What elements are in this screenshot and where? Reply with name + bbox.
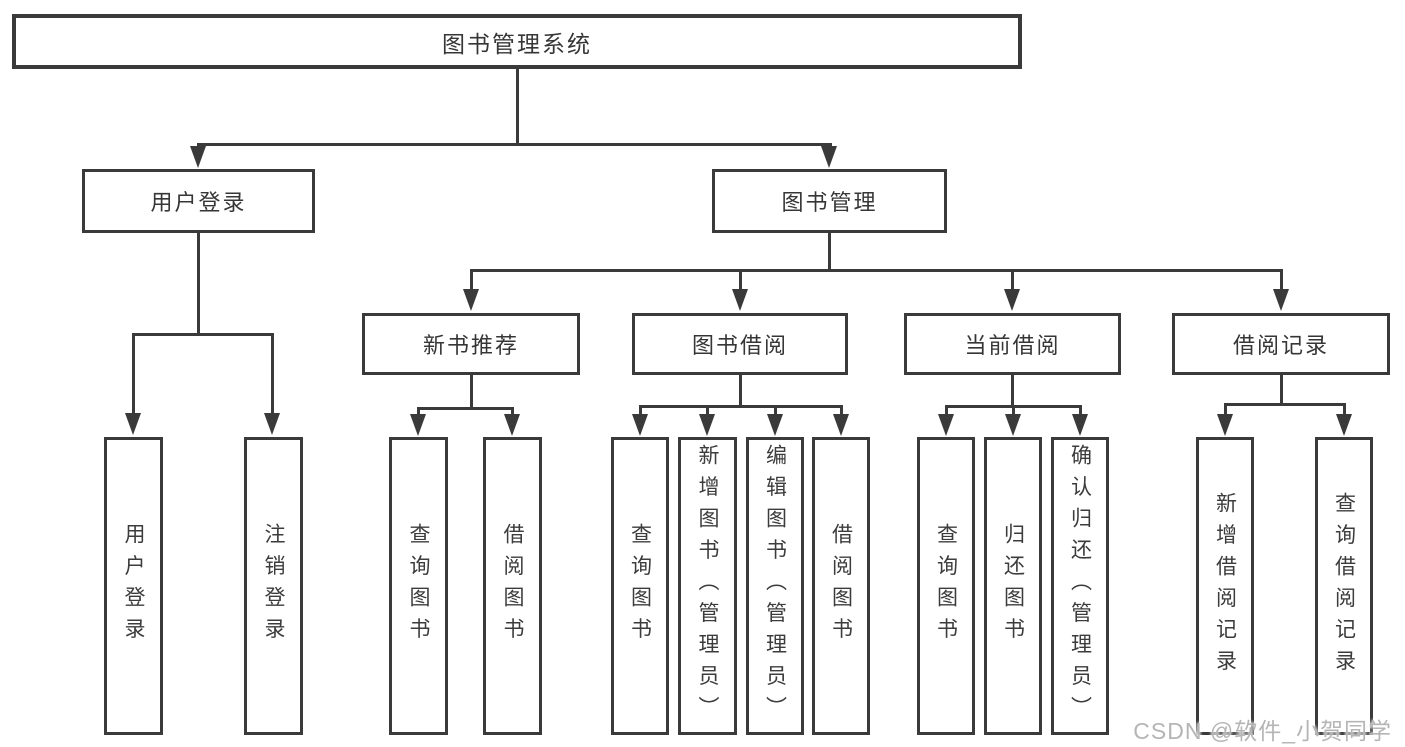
arrow-down-icon [1336, 414, 1352, 436]
arrow-down-icon [463, 289, 479, 311]
node-root: 图书管理系统 [12, 14, 1022, 69]
node-root-label: 图书管理系统 [442, 30, 592, 57]
node-user-login-label: 用户登录 [150, 190, 247, 215]
leaf-cb-return-books: 归还图书 [984, 437, 1042, 735]
node-book-management-label: 图书管理 [781, 190, 878, 215]
arrow-down-icon [767, 414, 783, 436]
connector-line [840, 405, 843, 417]
connector-line [470, 375, 473, 409]
connector-line [706, 405, 709, 417]
connector-line [1280, 374, 1283, 405]
watermark: CSDN @软件_小贺同学 [1133, 718, 1392, 744]
connector-line [774, 405, 777, 417]
leaf-br-query-record-label: 查询借阅记录 [1332, 491, 1356, 681]
arrow-down-icon [190, 146, 206, 168]
leaf-cb-query-books: 查询图书 [917, 437, 975, 735]
arrow-down-icon [821, 146, 837, 168]
node-book-borrow-label: 图书借阅 [691, 333, 788, 358]
leaf-bb-borrow-books-label: 借阅图书 [829, 523, 853, 649]
connector-line [1343, 403, 1346, 417]
leaf-nb-borrow-books: 借阅图书 [483, 437, 542, 735]
connector-line [639, 405, 842, 408]
connector-line [132, 333, 135, 416]
connector-line [516, 69, 519, 145]
connector-line [511, 407, 514, 417]
arrow-down-icon [504, 414, 520, 436]
node-book-borrow: 图书借阅 [632, 313, 848, 375]
node-book-management: 图书管理 [712, 169, 947, 233]
connector-line [1011, 375, 1014, 407]
leaf-nb-borrow-books-label: 借阅图书 [501, 523, 524, 649]
leaf-cb-confirm-return-label: 确认归还（管理员） [1068, 444, 1092, 728]
leaf-bb-borrow-books: 借阅图书 [812, 437, 870, 735]
node-borrow-records: 借阅记录 [1172, 313, 1390, 375]
node-new-book-recommend-label: 新书推荐 [422, 333, 519, 358]
arrow-down-icon [732, 289, 748, 311]
leaf-user-login: 用户登录 [104, 437, 163, 735]
arrow-down-icon [1072, 414, 1088, 436]
leaf-bb-query-books-label: 查询图书 [628, 523, 652, 649]
arrow-down-icon [1004, 289, 1020, 311]
leaf-nb-query-books-label: 查询图书 [407, 523, 430, 649]
arrow-down-icon [125, 413, 141, 435]
connector-line [828, 233, 831, 272]
arrow-down-icon [938, 414, 954, 436]
node-current-borrow-label: 当前借阅 [964, 333, 1061, 358]
connector-line [470, 269, 1282, 272]
connector-line [470, 269, 473, 292]
node-user-login: 用户登录 [82, 169, 315, 233]
connector-line [197, 233, 200, 336]
leaf-bb-edit-books-label: 编辑图书（管理员） [763, 444, 787, 728]
leaf-cb-return-books-label: 归还图书 [1001, 523, 1025, 649]
arrow-down-icon [833, 414, 849, 436]
leaf-bb-query-books: 查询图书 [611, 437, 669, 735]
leaf-logout-label: 注销登录 [262, 523, 285, 649]
connector-line [1224, 403, 1345, 406]
leaf-logout: 注销登录 [244, 437, 303, 735]
connector-line [132, 333, 274, 336]
connector-line [1012, 405, 1015, 417]
leaf-cb-confirm-return: 确认归还（管理员） [1051, 437, 1109, 735]
arrow-down-icon [699, 414, 715, 436]
connector-line [739, 269, 742, 292]
leaf-bb-add-books: 新增图书（管理员） [678, 437, 737, 735]
leaf-br-add-record: 新增借阅记录 [1196, 437, 1254, 735]
arrow-down-icon [632, 414, 648, 436]
leaf-nb-query-books: 查询图书 [389, 437, 448, 735]
node-current-borrow: 当前借阅 [904, 313, 1121, 375]
leaf-user-login-label: 用户登录 [122, 523, 145, 649]
arrow-down-icon [1273, 289, 1289, 311]
leaf-br-query-record: 查询借阅记录 [1315, 437, 1373, 735]
node-borrow-records-label: 借阅记录 [1232, 333, 1329, 358]
node-new-book-recommend: 新书推荐 [362, 313, 580, 375]
connector-line [639, 405, 642, 417]
connector-line [197, 143, 832, 146]
connector-line [1280, 269, 1283, 292]
arrow-down-icon [1005, 414, 1021, 436]
connector-line [417, 407, 420, 417]
connector-line [739, 375, 742, 407]
connector-line [271, 333, 274, 416]
connector-line [417, 407, 514, 410]
connector-line [945, 405, 948, 417]
leaf-cb-query-books-label: 查询图书 [934, 523, 958, 649]
leaf-br-add-record-label: 新增借阅记录 [1213, 491, 1237, 681]
connector-line [1079, 405, 1082, 417]
leaf-bb-add-books-label: 新增图书（管理员） [696, 444, 719, 728]
connector-line [1224, 403, 1227, 417]
arrow-down-icon [264, 413, 280, 435]
connector-line [1011, 269, 1014, 292]
arrow-down-icon [410, 414, 426, 436]
leaf-bb-edit-books: 编辑图书（管理员） [746, 437, 804, 735]
arrow-down-icon [1217, 414, 1233, 436]
